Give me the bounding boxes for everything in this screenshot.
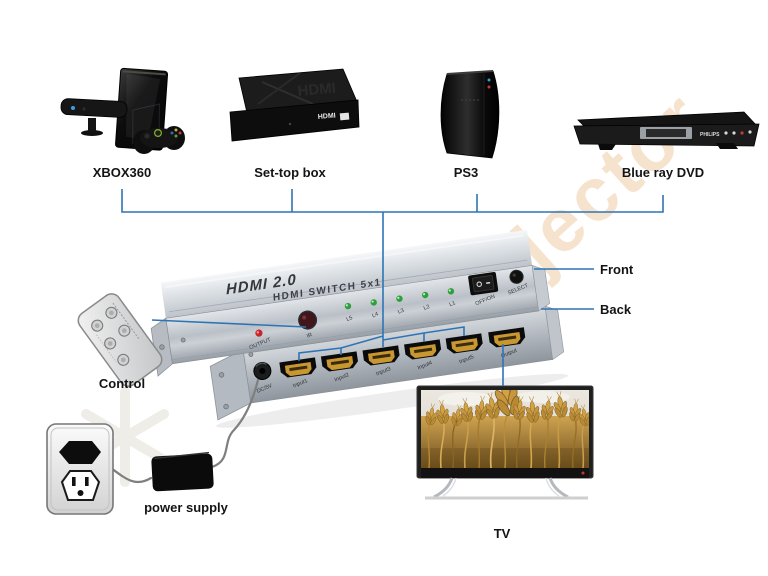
power-group: power supply — [46, 378, 260, 515]
label-control: Control — [99, 376, 145, 391]
led-l3: L3 — [396, 295, 405, 316]
outlet-socket-bottom — [60, 470, 101, 501]
settop-front-text: HDMI — [318, 112, 336, 121]
kinect-lens — [71, 106, 75, 110]
front-top-face — [160, 229, 533, 319]
ps3-power-led — [487, 78, 491, 82]
hdmi-port-input5: Input5 — [445, 333, 483, 365]
power-supply-brick — [151, 453, 214, 492]
led-l2: L2 — [422, 291, 431, 312]
label-power-supply: power supply — [144, 500, 229, 515]
device-ps3: PS3 — [440, 70, 500, 180]
connector-bus — [121, 189, 664, 213]
switch-front-view: HDMI 2.0 HDMI SWITCH 5x1 OUTPUT IR L5 — [150, 229, 550, 377]
fan-right — [382, 326, 465, 341]
port-label: Input4 — [417, 360, 433, 371]
device-settop-box: HDMI HDMI Set-top box — [229, 68, 360, 180]
svg-text:HDMI: HDMI — [297, 80, 337, 100]
outlet-socket-top — [59, 441, 101, 464]
label-front: Front — [600, 262, 634, 277]
cable-outlet-to-supply — [109, 466, 153, 484]
ps3-body — [440, 70, 500, 159]
label-xbox360: XBOX360 — [93, 165, 152, 180]
ir-receiver: IR — [298, 310, 318, 340]
tv-group: TV — [416, 385, 594, 541]
label-bluray: Blue ray DVD — [622, 165, 704, 180]
remote-body — [77, 293, 163, 387]
device-xbox360: XBOX360 — [60, 67, 185, 180]
led-l1: L1 — [447, 288, 457, 308]
led-label: L3 — [397, 308, 405, 316]
ir-label: IR — [306, 332, 313, 340]
dvd-front-text: PHILIPS — [700, 132, 720, 138]
hdmi-port-input4: Input4 — [404, 339, 442, 371]
port-label: Input3 — [375, 366, 391, 377]
led-label: L5 — [346, 315, 354, 323]
settop-front — [229, 99, 360, 142]
xbox-controller — [133, 126, 185, 154]
led-label: L1 — [449, 300, 457, 308]
connector-lines — [121, 189, 664, 386]
label-back: Back — [600, 302, 632, 317]
dc-jack: DC/5V — [253, 362, 274, 395]
line-remote-to-ir — [151, 319, 307, 328]
led-l4: L4 — [370, 299, 379, 319]
hdmi-port-input1: Input1 — [279, 357, 317, 389]
cable-supply-to-switch — [210, 378, 260, 469]
port-label: Input1 — [292, 378, 308, 389]
dc-jack-label: DC/5V — [256, 383, 274, 395]
label-settop: Set-top box — [254, 165, 326, 180]
label-tv: TV — [494, 526, 511, 541]
led-label: L4 — [371, 311, 379, 319]
fan-left — [298, 335, 384, 361]
port-label: Output — [500, 348, 518, 360]
tv-stand — [425, 477, 588, 500]
remote-control: Control — [77, 293, 163, 391]
hdmi-port-input2: Input2 — [320, 351, 358, 383]
kinect-sensor — [60, 98, 128, 136]
ps3-standby-led — [487, 85, 491, 89]
led-label: L2 — [423, 304, 431, 312]
tv-standby-led — [581, 471, 585, 475]
remote-buttons — [91, 306, 131, 366]
led-l5: L5 — [344, 302, 354, 323]
port-label: Input2 — [334, 372, 350, 383]
hdmi-port-input3: Input3 — [362, 345, 400, 377]
hdmi-port-output: Output — [488, 327, 526, 360]
label-ps3: PS3 — [454, 165, 479, 180]
device-bluray-dvd: PHILIPS Blue ray DVD — [573, 111, 760, 180]
settop-logo-badge — [339, 112, 350, 121]
tv-bottom-bezel — [421, 468, 589, 478]
port-label: Input5 — [458, 354, 474, 365]
tv-screen — [421, 390, 589, 468]
